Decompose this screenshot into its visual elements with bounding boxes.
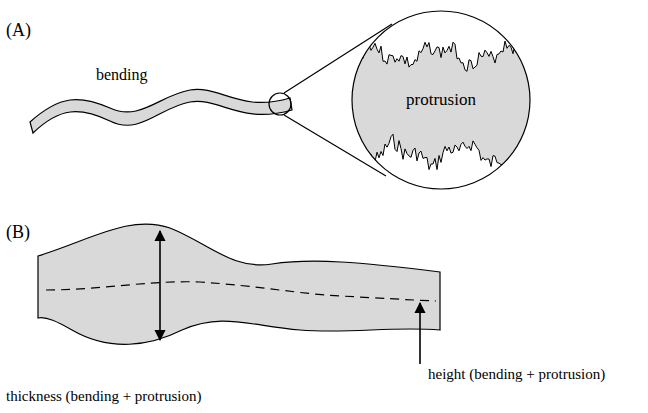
dimension-label: thickness (bending + protrusion) [6,388,202,405]
membrane-band [38,224,440,344]
zoom-spot [269,93,291,115]
center-line [46,282,436,301]
part-label: bending [96,66,148,84]
panel-letter: (B) [6,222,30,243]
node-text: protrusion [406,90,476,110]
dimension-label: height (bending + protrusion) [428,366,605,383]
panel-letter: (A) [6,20,31,41]
height-arrow [419,303,421,364]
zoom-circle: protrusion [351,10,531,190]
thickness-arrow [159,231,161,340]
bending-ribbon [30,89,292,133]
